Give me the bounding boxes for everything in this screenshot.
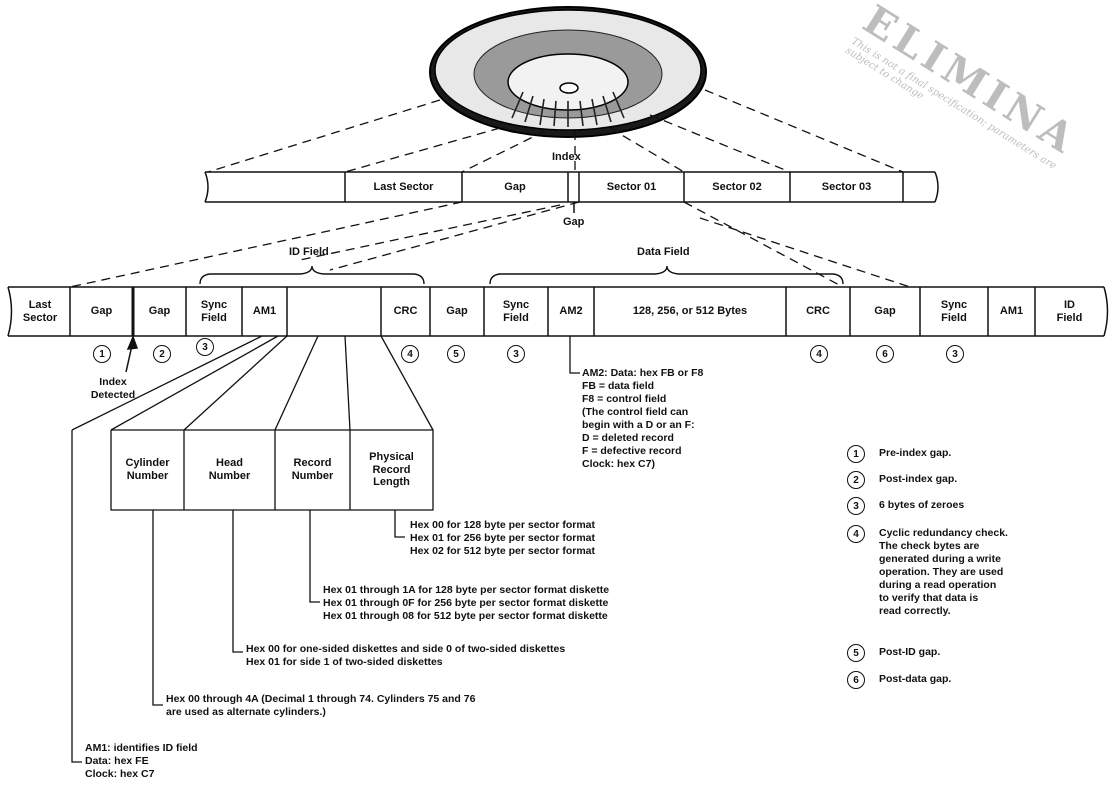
marker-2: 2 [153, 345, 171, 363]
legend-text: Post-index gap. [879, 473, 958, 485]
marker-6: 6 [876, 345, 894, 363]
am2-note-line: FB = data field [582, 380, 655, 392]
top-cell-sector-02: Sector 02 [712, 180, 762, 193]
marker-3c: 3 [946, 345, 964, 363]
cylinder-number-note: Hex 00 through 4A (Decimal 1 through 74.… [166, 693, 475, 719]
main-cell-gap-1: Gap [90, 305, 113, 318]
main-cell-gap-3: Gap [446, 305, 468, 318]
am2-note-line: F8 = control field [582, 393, 667, 405]
am2-leader [569, 336, 580, 374]
subfield-record-number: Record Number [291, 457, 334, 482]
main-cell-am1: AM1 [252, 305, 277, 318]
record-number-note: Hex 01 through 1A for 128 byte per secto… [323, 584, 609, 623]
legend-text: Pre-index gap. [879, 447, 952, 459]
legend-marker: 5 [847, 644, 865, 662]
marker-5: 5 [447, 345, 465, 363]
am1-note: AM1: identifies ID field Data: hex FE Cl… [85, 742, 198, 781]
subfield-cylinder-number: Cylinder Number [125, 457, 170, 482]
main-cell-last-sector: Last Sector [22, 298, 58, 324]
am1-note-line: Clock: hex C7 [85, 768, 155, 780]
legend-item-4: 4 Cyclic redundancy check. The check byt… [847, 525, 1008, 618]
legend-marker: 6 [847, 671, 865, 689]
gap-below-label: Gap [563, 216, 585, 228]
main-cell-data-bytes: 128, 256, or 512 Bytes [632, 305, 748, 318]
top-cell-gap: Gap [504, 180, 526, 193]
physical-record-length-note: Hex 00 for 128 byte per sector format He… [410, 519, 595, 558]
subfield-head-number: Head Number [208, 457, 251, 482]
diskette-icon [429, 6, 707, 138]
main-cell-sync-field-1: Sync Field [200, 298, 228, 324]
head-note-line: Hex 00 for one-sided diskettes and side … [246, 643, 566, 655]
legend-item-2: 2 Post-index gap. [847, 471, 957, 489]
am2-note-line: D = deleted record [582, 432, 674, 444]
legend-marker: 3 [847, 497, 865, 515]
legend-text: Post-ID gap. [879, 646, 941, 658]
legend-item-3: 3 6 bytes of zeroes [847, 497, 964, 515]
main-cell-gap-4: Gap [874, 305, 896, 318]
data-field-label: Data Field [637, 246, 690, 258]
head-note-line: Hex 01 for side 1 of two-sided diskettes [246, 656, 443, 668]
marker-4a: 4 [401, 345, 419, 363]
am2-note-line: F = defective record [582, 445, 682, 457]
am1-note-line: AM1: identifies ID field [85, 742, 198, 754]
am2-note: AM2: Data: hex FB or F8 FB = data field … [582, 367, 703, 471]
legend-text: Post-data gap. [879, 673, 952, 685]
cylinder-note-line: Hex 00 through 4A (Decimal 1 through 74.… [166, 693, 476, 705]
main-cell-id-field: ID Field [1056, 298, 1083, 324]
marker-4b: 4 [810, 345, 828, 363]
id-field-label: ID Field [289, 246, 329, 258]
head-number-note: Hex 00 for one-sided diskettes and side … [246, 643, 565, 669]
record-note-line: Hex 01 through 0F for 256 byte per secto… [323, 597, 609, 609]
am2-note-line: (The control field can [582, 406, 689, 418]
legend-text: 6 bytes of zeroes [879, 499, 965, 511]
top-cell-last-sector: Last Sector [373, 180, 434, 193]
prl-note-line: Hex 02 for 512 byte per sector format [410, 545, 595, 557]
legend-marker: 1 [847, 445, 865, 463]
top-cell-sector-01: Sector 01 [606, 180, 657, 193]
id-subfield-structure [71, 335, 434, 763]
am2-note-line: AM2: Data: hex FB or F8 [582, 367, 704, 379]
prl-note-line: Hex 00 for 128 byte per sector format [410, 519, 595, 531]
am1-note-line: Data: hex FE [85, 755, 149, 767]
legend-marker: 4 [847, 525, 865, 543]
index-arrow [125, 334, 139, 373]
legend-item-1: 1 Pre-index gap. [847, 445, 951, 463]
legend-item-5: 5 Post-ID gap. [847, 644, 940, 662]
am2-note-line: Clock: hex C7) [582, 458, 655, 470]
am2-note-line: begin with a D or an F: [582, 419, 695, 431]
marker-1: 1 [93, 345, 111, 363]
prl-note-line: Hex 01 for 256 byte per sector format [410, 532, 595, 544]
main-cell-am2: AM2 [559, 305, 583, 318]
record-note-line: Hex 01 through 08 for 512 byte per secto… [323, 610, 608, 622]
marker-3a: 3 [196, 338, 214, 356]
main-cell-crc-2: CRC [806, 305, 830, 318]
main-cell-sync-field-2: Sync Field [502, 298, 530, 324]
top-cell-sector-03: Sector 03 [821, 180, 872, 193]
main-cell-am1-b: AM1 [999, 305, 1024, 318]
index-label: Index [552, 151, 581, 163]
subfield-physical-record-length: Physical Record Length [369, 451, 414, 489]
main-cell-gap-2: Gap [148, 305, 171, 318]
record-note-line: Hex 01 through 1A for 128 byte per secto… [323, 584, 610, 596]
main-cell-sync-field-3: Sync Field [940, 298, 968, 324]
main-track [7, 286, 1109, 337]
index-detected-label: Index Detected [90, 376, 136, 401]
disk-to-track-lines [207, 89, 904, 173]
cylinder-note-line: are used as alternate cylinders.) [166, 706, 326, 718]
top-track [204, 171, 939, 213]
field-brackets [199, 265, 844, 285]
main-cell-crc-1: CRC [393, 305, 418, 318]
legend-marker: 2 [847, 471, 865, 489]
track-to-track-lines [69, 201, 911, 288]
legend-text: Cyclic redundancy check. The check bytes… [879, 527, 1008, 617]
legend-item-6: 6 Post-data gap. [847, 671, 951, 689]
marker-3b: 3 [507, 345, 525, 363]
